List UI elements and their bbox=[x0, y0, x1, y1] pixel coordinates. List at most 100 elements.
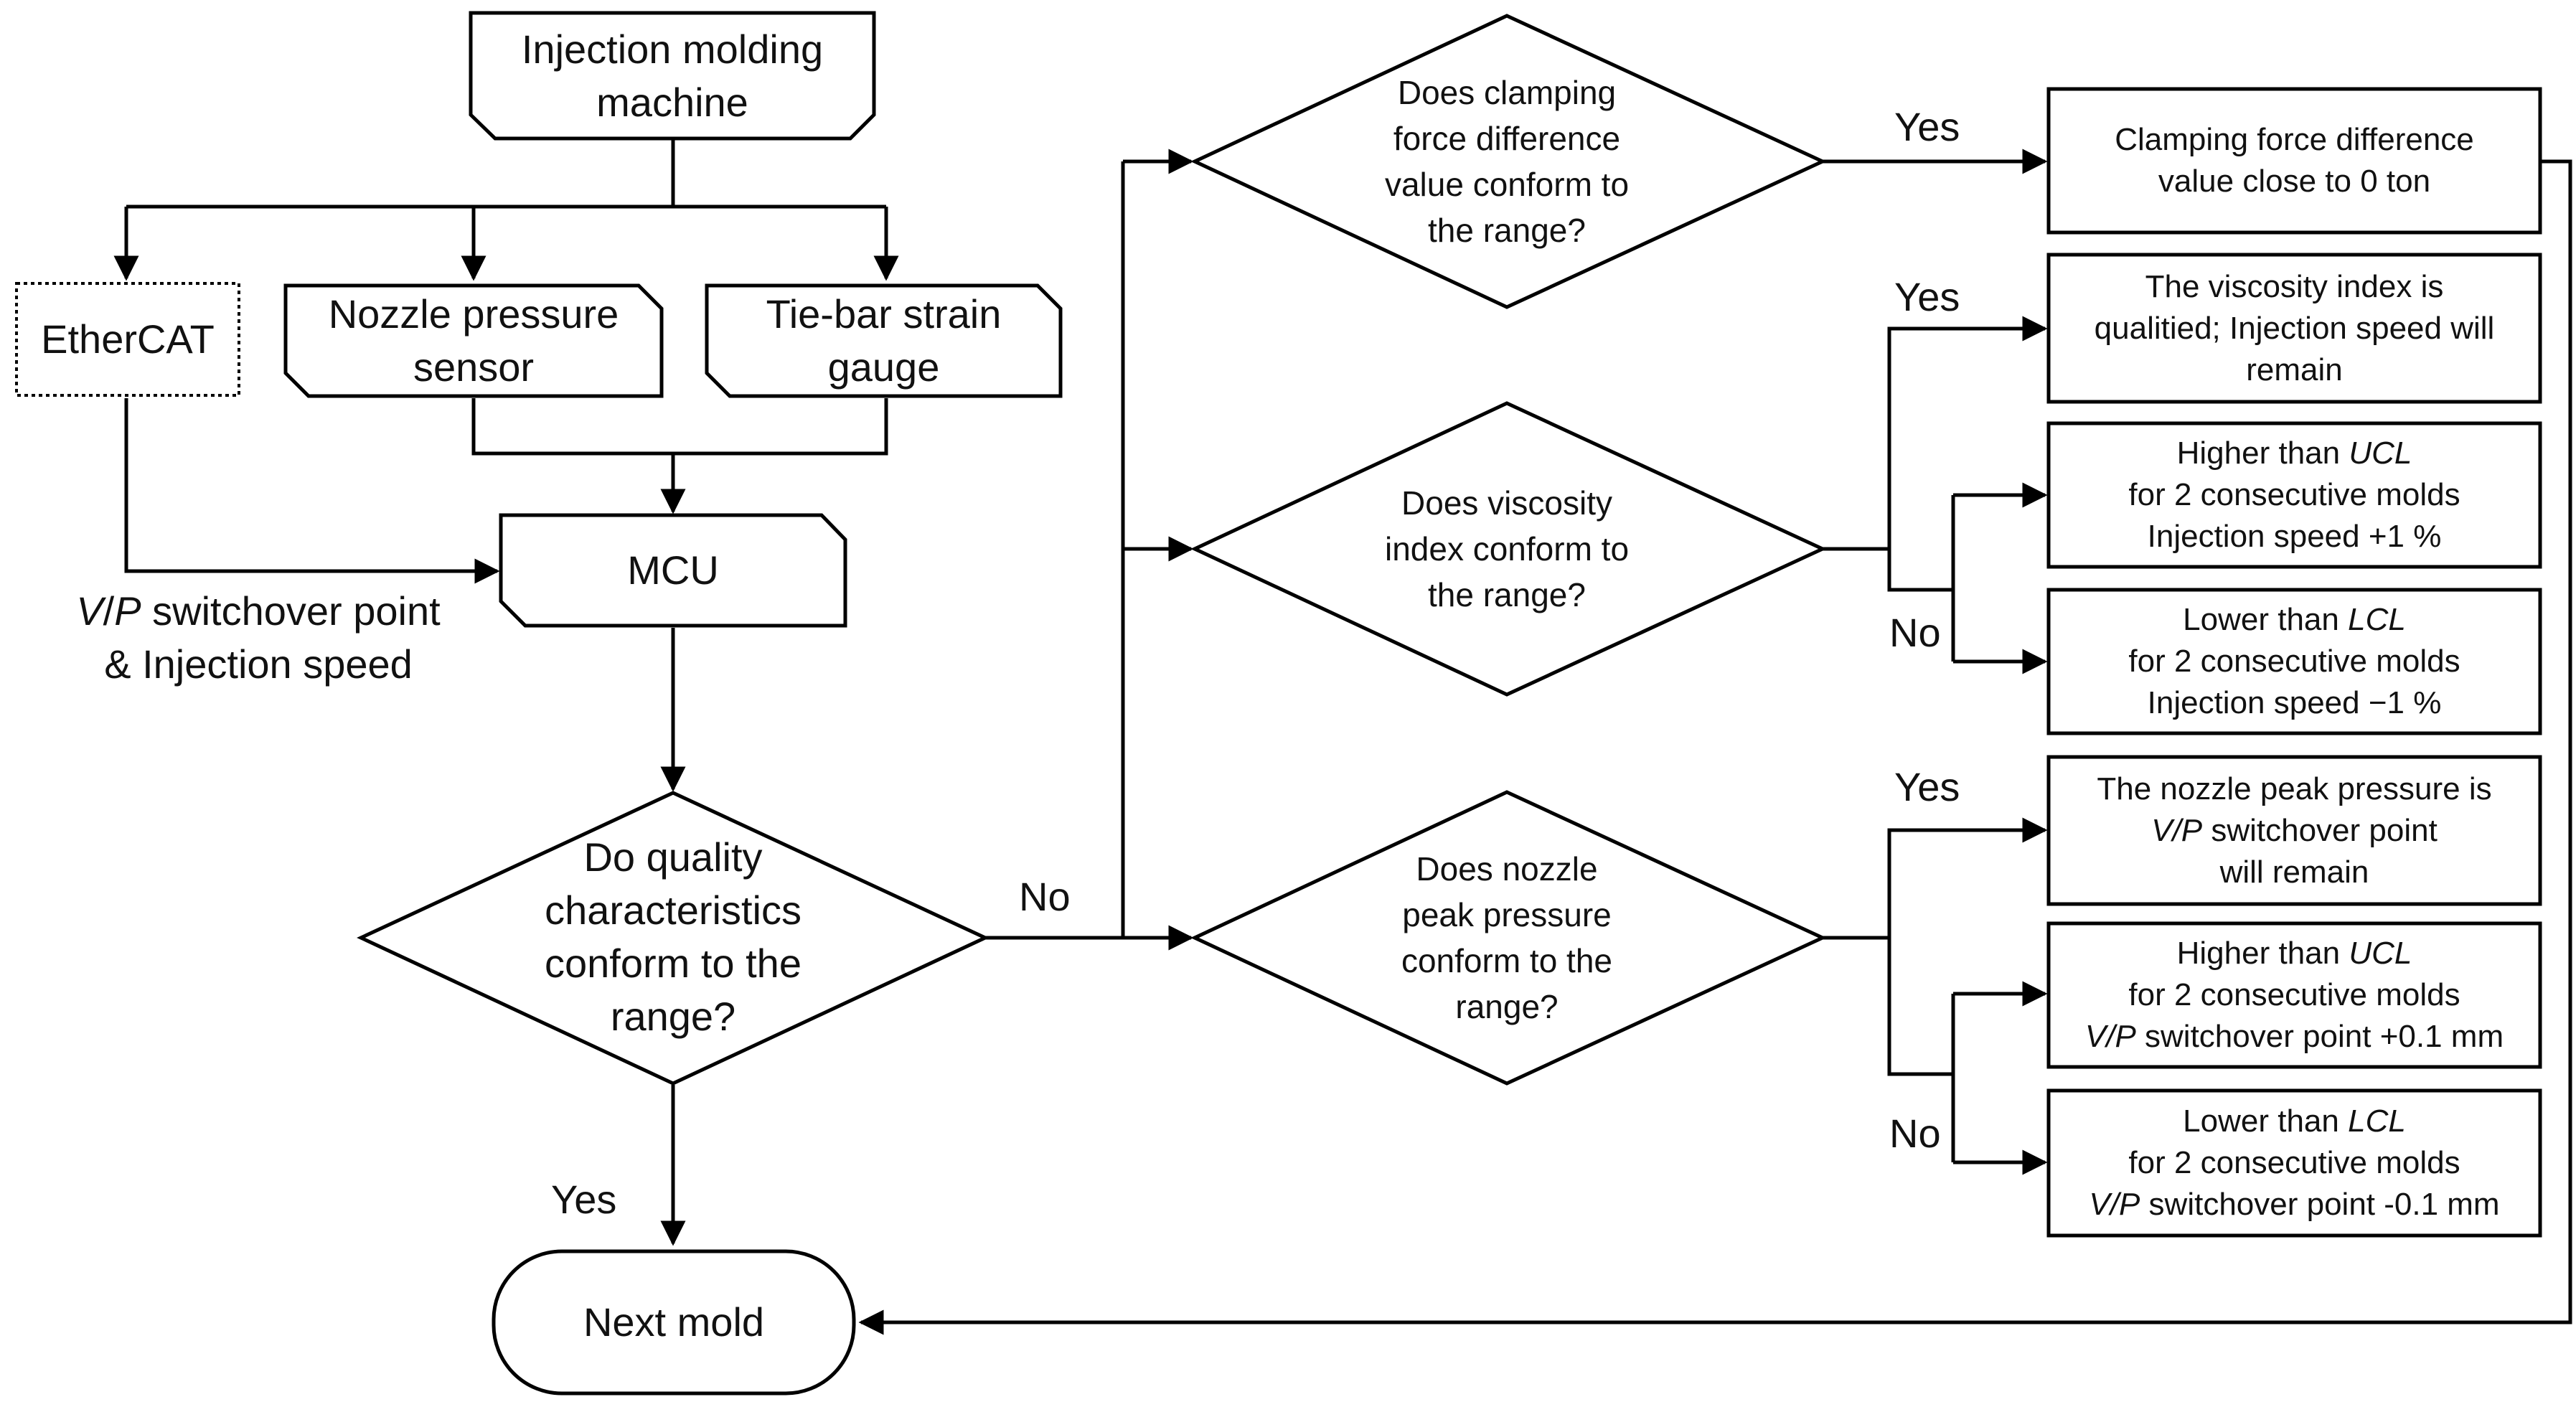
viscosity-ok-node: The viscosity index is qualitied; Inject… bbox=[2049, 255, 2540, 402]
mcu-node: MCU bbox=[501, 515, 845, 626]
vp-switchover-text: switchover point bbox=[141, 588, 441, 634]
nozzle-high-node: Higher than UCL for 2 consecutive molds … bbox=[2049, 923, 2540, 1067]
ethercat-shape bbox=[15, 282, 240, 397]
quality-decision-shape bbox=[357, 791, 989, 1086]
strain-gauge-label-line-1: Tie-bar strain bbox=[766, 291, 1002, 337]
strain-gauge-node: Tie-bar strain gauge bbox=[707, 286, 1061, 396]
machine-node: Injection molding machine bbox=[471, 13, 874, 138]
clamping-yes-label: Yes bbox=[1894, 104, 1960, 149]
nozzle-high-line-3: V/P switchover point +0.1 mm bbox=[2085, 1016, 2504, 1058]
viscosity-low-lcl: LCL bbox=[2348, 602, 2406, 637]
viscosity-low-line-3: Injection speed −1 % bbox=[2147, 685, 2442, 720]
viscosity-high-node: Higher than UCL for 2 consecutive molds … bbox=[2049, 423, 2540, 567]
nozzle-ok-line-1: The nozzle peak pressure is bbox=[2097, 771, 2492, 806]
nozzle-high-switchover: switchover point +0.1 mm bbox=[2135, 1019, 2504, 1054]
clamping-decision-line-4: the range? bbox=[1428, 212, 1586, 249]
viscosity-low-line-1: Lower than LCL bbox=[2183, 599, 2406, 641]
nozzle-low-node: Lower than LCL for 2 consecutive molds V… bbox=[2049, 1091, 2540, 1236]
quality-decision-line-4: range? bbox=[610, 994, 736, 1039]
quality-decision-line-1: Do quality bbox=[583, 834, 763, 880]
nozzle-high-ucl: UCL bbox=[2349, 936, 2412, 971]
edge-ethercat-to-mcu bbox=[124, 398, 500, 584]
viscosity-high-ucl: UCL bbox=[2349, 436, 2412, 471]
nozzle-low-switchover: switchover point -0.1 mm bbox=[2140, 1187, 2500, 1222]
nozzle-high-vp: V/P bbox=[2084, 1019, 2136, 1054]
nozzle-ok-vp: V/P bbox=[2151, 812, 2203, 848]
viscosity-decision-line-1: Does viscosity bbox=[1401, 484, 1612, 522]
nozzle-ok-line-2: V/P switchover point bbox=[2151, 810, 2438, 852]
nozzle-ok-switchover: switchover point bbox=[2202, 812, 2438, 848]
viscosity-decision-shape bbox=[1190, 401, 1827, 697]
quality-yes-label: Yes bbox=[551, 1177, 617, 1222]
nozzle-high-line-1: Higher than UCL bbox=[2177, 933, 2412, 974]
viscosity-decision-line-3: the range? bbox=[1428, 576, 1586, 613]
nozzle-ok-node: The nozzle peak pressure is V/P switchov… bbox=[2049, 757, 2540, 904]
strain-gauge-shape bbox=[705, 283, 1063, 398]
viscosity-low-shape bbox=[2046, 588, 2542, 735]
quality-decision-line-3: conform to the bbox=[545, 941, 802, 986]
vp-p: P bbox=[114, 588, 141, 634]
clamping-result-node: Clamping force difference value close to… bbox=[2049, 89, 2540, 232]
nozzle-low-line-1: Lower than LCL bbox=[2183, 1101, 2406, 1142]
nozzle-decision-shape bbox=[1190, 790, 1827, 1086]
edge-nozzle-no-trunk bbox=[1887, 938, 1953, 1076]
edge-viscosity-yes bbox=[1887, 316, 2048, 549]
viscosity-ok-line-2: qualitied; Injection speed will bbox=[2094, 310, 2495, 346]
viscosity-high-prefix: Higher than bbox=[2176, 436, 2349, 471]
nozzle-ok-line-3: will remain bbox=[2219, 854, 2369, 890]
machine-shape bbox=[469, 11, 876, 141]
nozzle-low-lcl: LCL bbox=[2348, 1104, 2406, 1139]
nozzle-sensor-shape bbox=[283, 283, 664, 398]
next-mold-label: Next mold bbox=[583, 1299, 765, 1345]
mcu-label: MCU bbox=[627, 547, 719, 593]
viscosity-high-line-1: Higher than UCL bbox=[2177, 433, 2412, 474]
node-shapes bbox=[15, 11, 2542, 1396]
connectors bbox=[113, 140, 2572, 1335]
nozzle-decision-line-3: conform to the bbox=[1401, 942, 1613, 979]
viscosity-low-line-2: for 2 consecutive molds bbox=[2128, 644, 2460, 679]
ethercat-label: EtherCAT bbox=[41, 316, 215, 362]
viscosity-ok-line-3: remain bbox=[2246, 352, 2343, 387]
nozzle-yes-label: Yes bbox=[1894, 764, 1960, 809]
nozzle-low-line-3: V/P switchover point -0.1 mm bbox=[2089, 1184, 2499, 1225]
strain-gauge-label-line-2: gauge bbox=[827, 344, 940, 390]
nozzle-no-label: No bbox=[1889, 1111, 1941, 1156]
nozzle-low-line-2: for 2 consecutive molds bbox=[2128, 1145, 2460, 1180]
viscosity-yes-label: Yes bbox=[1894, 274, 1960, 319]
nozzle-decision-node: Does nozzle peak pressure conform to the… bbox=[1284, 844, 1729, 1031]
edge-nozzle-yes bbox=[1887, 817, 2048, 938]
clamping-decision-node: Does clamping force difference value con… bbox=[1284, 68, 1729, 255]
clamping-decision-shape bbox=[1190, 14, 1827, 309]
mcu-shape bbox=[499, 513, 847, 628]
nozzle-decision-line-1: Does nozzle bbox=[1416, 850, 1598, 888]
viscosity-high-line-2: for 2 consecutive molds bbox=[2128, 477, 2460, 512]
nozzle-sensor-node: Nozzle pressure sensor bbox=[286, 286, 662, 396]
viscosity-high-line-3: Injection speed +1 % bbox=[2147, 519, 2442, 554]
ethercat-node: EtherCAT bbox=[17, 283, 239, 395]
nozzle-high-line-2: for 2 consecutive molds bbox=[2128, 977, 2460, 1012]
vp-switchover-line-2: & Injection speed bbox=[104, 641, 413, 687]
nozzle-decision-line-2: peak pressure bbox=[1402, 896, 1612, 933]
nozzle-sensor-label-line-1: Nozzle pressure bbox=[328, 291, 619, 337]
clamping-decision-line-1: Does clamping bbox=[1397, 74, 1617, 111]
nozzle-sensor-label-line-2: sensor bbox=[413, 344, 535, 390]
viscosity-high-shape bbox=[2046, 421, 2542, 569]
viscosity-decision-node: Does viscosity index conform to the rang… bbox=[1284, 474, 1729, 624]
viscosity-decision-line-2: index conform to bbox=[1384, 530, 1630, 568]
nozzle-low-prefix: Lower than bbox=[2183, 1104, 2349, 1139]
quality-decision-line-2: characteristics bbox=[545, 888, 802, 933]
nozzle-high-shape bbox=[2046, 921, 2542, 1069]
viscosity-ok-shape bbox=[2046, 253, 2542, 404]
nozzle-ok-shape bbox=[2046, 755, 2542, 906]
quality-decision-node: Do quality characteristics conform to th… bbox=[445, 825, 901, 1049]
vp-switchover-line-1: V/P switchover point bbox=[29, 585, 488, 638]
edge-viscosity-no-trunk bbox=[1887, 549, 1953, 592]
machine-label-line-2: machine bbox=[596, 79, 748, 125]
clamping-result-shape bbox=[2046, 87, 2542, 235]
machine-label-line-1: Injection molding bbox=[521, 26, 824, 72]
vp-v: V bbox=[76, 588, 103, 634]
quality-no-label: No bbox=[1019, 874, 1071, 919]
clamping-decision-line-3: value conform to bbox=[1384, 166, 1630, 203]
vp-switchover-label: V/P switchover point & Injection speed bbox=[29, 585, 488, 691]
